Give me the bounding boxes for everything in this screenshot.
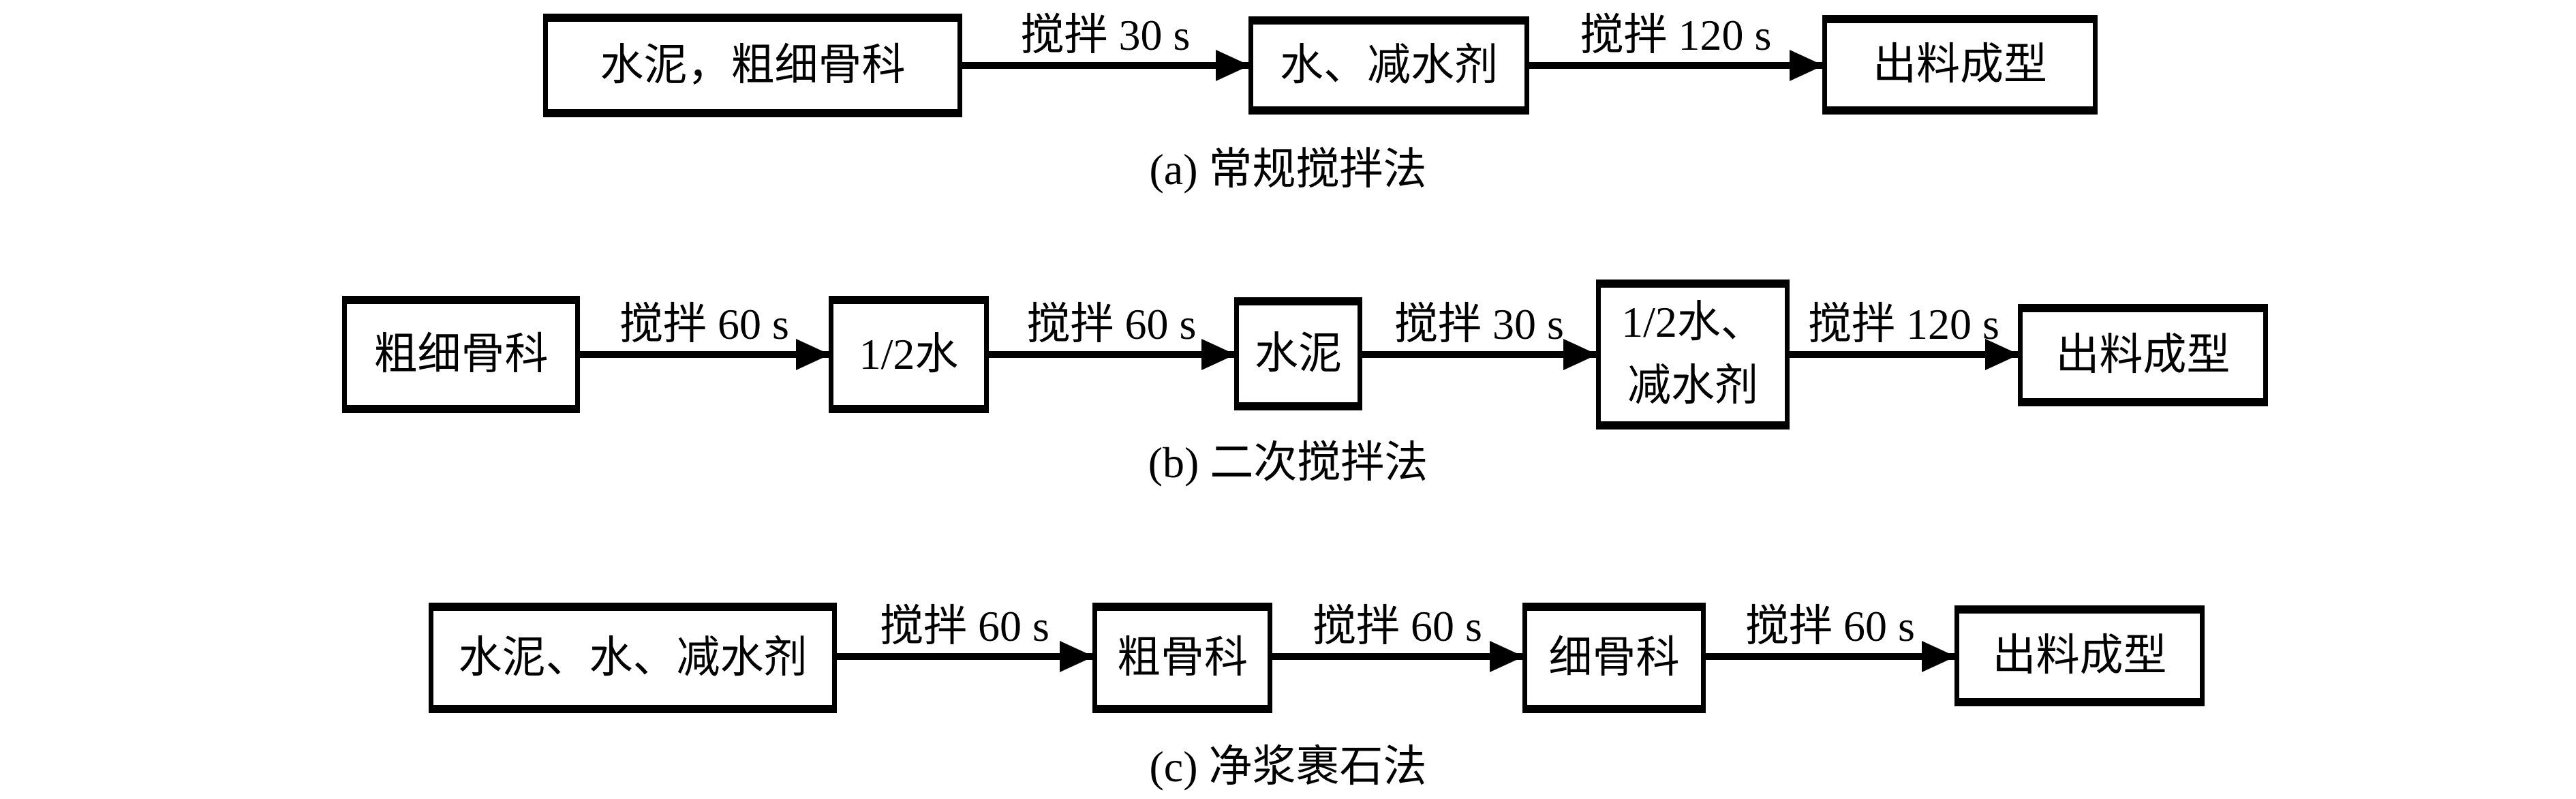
flow-arrow: 搅拌 120 s: [1529, 11, 1824, 81]
process-box-label: 出料成型: [1992, 631, 2167, 680]
process-box-label: 水泥、水、减水剂: [458, 633, 808, 682]
arrowhead-icon: [1563, 339, 1597, 370]
flow-arrow: 搅拌 30 s: [1362, 300, 1597, 370]
process-box: 水泥: [1234, 297, 1362, 410]
arrowhead-icon: [1490, 641, 1524, 672]
flow-arrow: 搅拌 120 s: [1790, 300, 2019, 370]
process-box: 水泥、水、减水剂: [429, 603, 837, 713]
arrow-label: 搅拌 60 s: [1022, 300, 1201, 348]
process-box: 水、减水剂: [1248, 16, 1529, 115]
process-box: 粗细骨科: [342, 296, 580, 413]
arrow-label: 搅拌 30 s: [1390, 300, 1568, 348]
arrow-label: 搅拌 60 s: [1308, 602, 1486, 650]
process-box: 出料成型: [2018, 304, 2268, 406]
flow-caption-a: (a) 常规搅拌法: [1149, 145, 1427, 194]
process-box-label: 出料成型: [2055, 330, 2230, 379]
flow-arrow: 搅拌 60 s: [580, 300, 830, 370]
arrowhead-icon: [1216, 50, 1250, 81]
flow-caption-b: (b) 二次搅拌法: [1148, 438, 1428, 487]
arrow-label: 搅拌 60 s: [1741, 602, 1919, 650]
process-box: 1/2水: [829, 296, 989, 413]
process-box-label: 粗骨科: [1117, 633, 1248, 682]
arrowhead-icon: [1790, 50, 1824, 81]
flow-arrow: 搅拌 60 s: [1706, 602, 1956, 672]
process-box-label: 粗细骨科: [373, 329, 549, 378]
arrowhead-icon: [1201, 339, 1236, 370]
flow-arrow: 搅拌 60 s: [989, 300, 1236, 370]
flow-arrow: 搅拌 60 s: [1272, 602, 1524, 672]
process-box: 1/2水、 减水剂: [1596, 280, 1790, 429]
flow-caption-c: (c) 净浆裹石法: [1149, 742, 1427, 791]
arrowhead-icon: [1060, 641, 1094, 672]
arrow-label: 搅拌 30 s: [1016, 11, 1195, 59]
process-box: 出料成型: [1822, 15, 2098, 115]
flow-arrow: 搅拌 60 s: [837, 602, 1094, 672]
process-box: 粗骨科: [1092, 603, 1272, 713]
arrowhead-icon: [1985, 339, 2019, 370]
arrowhead-icon: [796, 339, 830, 370]
process-box-label: 1/2水: [859, 329, 959, 378]
process-box-label: 水泥，粗细骨科: [600, 40, 906, 89]
process-box-label: 出料成型: [1873, 40, 2047, 89]
flow-arrow: 搅拌 30 s: [962, 11, 1250, 81]
process-box: 水泥，粗细骨科: [543, 14, 962, 117]
arrow-label: 搅拌 60 s: [615, 300, 793, 348]
process-box-label: 减水剂: [1627, 361, 1758, 410]
process-box-label: 水泥: [1255, 329, 1342, 378]
process-box-label: 水、减水剂: [1280, 40, 1498, 89]
arrow-label: 搅拌 120 s: [1804, 300, 2004, 348]
arrow-label: 搅拌 60 s: [876, 602, 1054, 650]
process-box: 细骨科: [1522, 603, 1706, 713]
arrow-label: 搅拌 120 s: [1576, 11, 1776, 59]
process-box: 出料成型: [1954, 605, 2205, 706]
arrowhead-icon: [1922, 641, 1956, 672]
process-box-label: 1/2水、: [1621, 298, 1764, 347]
process-box-label: 细骨科: [1548, 633, 1680, 682]
